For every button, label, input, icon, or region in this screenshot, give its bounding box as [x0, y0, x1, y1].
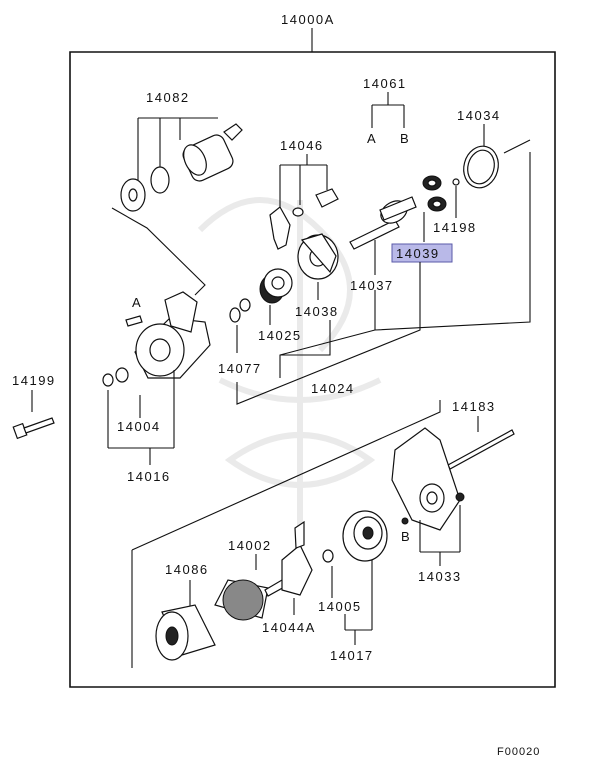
label-14002: 14002	[228, 538, 272, 553]
bushings-14004	[102, 367, 129, 387]
shaft-14037	[349, 196, 417, 250]
callout-a-top: A	[367, 131, 377, 146]
label-14077: 14077	[218, 361, 262, 376]
snap-rings-14077	[229, 298, 251, 323]
label-14005: 14005	[318, 599, 362, 614]
label-14033: 14033	[418, 569, 462, 584]
label-14199: 14199	[12, 373, 56, 388]
brush-holder-14017	[342, 510, 388, 562]
label-14004: 14004	[117, 419, 161, 434]
bearings-14039	[422, 175, 460, 212]
ring-14034	[463, 145, 499, 189]
callout-a-left: A	[132, 295, 142, 310]
label-14034: 14034	[457, 108, 501, 123]
figure-code: F00020	[497, 746, 540, 758]
pinion-14025	[259, 268, 293, 304]
label-14024: 14024	[311, 381, 355, 396]
assembly-label: 14000A	[281, 12, 335, 27]
label-14039[interactable]: 14039	[396, 246, 440, 261]
label-14183: 14183	[452, 399, 496, 414]
label-14017: 14017	[330, 648, 374, 663]
label-14061: 14061	[363, 76, 407, 91]
label-14198: 14198	[433, 220, 477, 235]
rear-cover-14033	[391, 427, 465, 531]
bolt-14199	[12, 417, 55, 440]
callout-b-bottom: B	[401, 529, 411, 544]
callout-b-top: B	[400, 131, 410, 146]
through-bolt-14183	[447, 429, 515, 470]
assembly-frame	[69, 28, 556, 688]
label-14046: 14046	[280, 138, 324, 153]
label-14086: 14086	[165, 562, 209, 577]
label-14038: 14038	[295, 304, 339, 319]
clutch-14038	[297, 233, 339, 280]
bushing-14005	[322, 549, 334, 563]
label-14044A: 14044A	[262, 620, 316, 635]
front-housing-14016	[125, 291, 211, 379]
brush-14044A	[281, 520, 313, 596]
armature-14002	[214, 579, 287, 621]
solenoid-switch	[120, 123, 243, 212]
label-14025: 14025	[258, 328, 302, 343]
yoke-14086	[155, 604, 216, 661]
label-14037: 14037	[350, 278, 394, 293]
label-14082: 14082	[146, 90, 190, 105]
label-14016: 14016	[127, 469, 171, 484]
highlight-box-14039	[391, 243, 453, 263]
lever-14046	[269, 188, 339, 250]
